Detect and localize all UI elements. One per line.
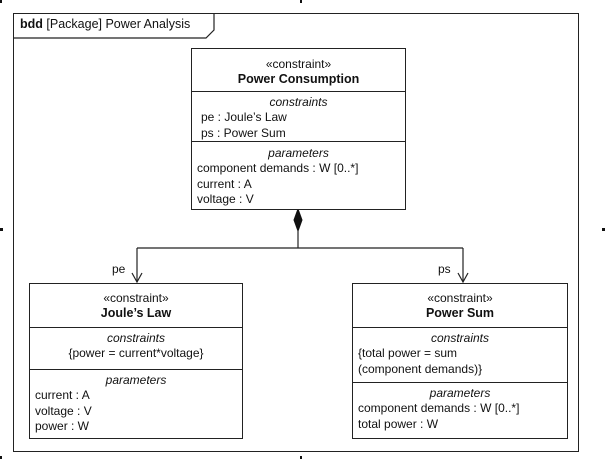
composition-diamond [293, 207, 303, 233]
block-stereotype: «constraint» [265, 57, 332, 71]
parameter: current : A [197, 176, 252, 191]
parameter: component demands : W [0..*] [197, 161, 359, 175]
block-name: Joule’s Law [100, 306, 172, 320]
constraints-compartment: constraints pe : Joule’s Law ps : Power … [192, 91, 405, 141]
constraint-property: pe : Joule’s Law [201, 110, 287, 124]
compartment-title: parameters [105, 373, 167, 387]
compartment-title: constraints [430, 331, 490, 345]
constraint-property: ps : Power Sum [201, 125, 286, 140]
arrowhead-left [131, 272, 143, 284]
constraint-expression: {total power = sum [358, 346, 458, 360]
block-header: «constraint» Power Consumption [192, 49, 405, 91]
parameter: power : W [35, 419, 90, 433]
constraint-expression: (component demands)} [358, 361, 483, 376]
parameter: current : A [35, 388, 90, 402]
frame-kind: bdd [20, 17, 43, 31]
compartment-title: parameters [429, 386, 491, 400]
page-tick [0, 228, 3, 231]
constraints-compartment: constraints {total power = sum (componen… [353, 327, 567, 382]
page-tick [300, 456, 302, 459]
diagram-frame [13, 13, 579, 452]
compartment-title: constraints [106, 331, 166, 345]
parameter: voltage : V [197, 192, 254, 206]
compartment-title: constraints [269, 95, 328, 109]
parameters-compartment: parameters current : A voltage : V power… [30, 369, 242, 435]
block-header: «constraint» Power Sum [353, 284, 567, 327]
parameter: component demands : W [0..*] [358, 401, 520, 415]
page-tick [0, 0, 2, 3]
role-label-pe: pe [112, 262, 126, 276]
page-tick [0, 456, 2, 459]
constraints-compartment: constraints {power = current*voltage} [30, 327, 242, 369]
parameters-compartment: parameters component demands : W [0..*] … [353, 382, 567, 432]
role-label-ps: ps [438, 262, 451, 276]
compartment-title: parameters [268, 146, 329, 160]
block-power-consumption[interactable]: «constraint» Power Consumption constrain… [191, 48, 406, 210]
block-header: «constraint» Joule’s Law [30, 284, 242, 327]
parameter: voltage : V [35, 403, 92, 418]
block-name: Power Consumption [237, 72, 360, 86]
parameter: total power : W [358, 416, 439, 431]
block-stereotype: «constraint» [427, 291, 493, 305]
frame-title: [Package] Power Analysis [46, 17, 191, 31]
block-name: Power Sum [425, 306, 495, 320]
block-joules-law[interactable]: «constraint» Joule’s Law constraints {po… [29, 283, 243, 439]
arrowhead-right [457, 272, 469, 284]
parameters-compartment: parameters component demands : W [0..*] … [192, 141, 405, 208]
constraint-expression: {power = current*voltage} [68, 346, 204, 360]
frame-heading: bdd [Package] Power Analysis [20, 17, 190, 31]
page-tick [602, 228, 605, 231]
block-stereotype: «constraint» [103, 291, 169, 305]
block-power-sum[interactable]: «constraint» Power Sum constraints {tota… [352, 283, 568, 439]
page-tick [300, 0, 302, 3]
